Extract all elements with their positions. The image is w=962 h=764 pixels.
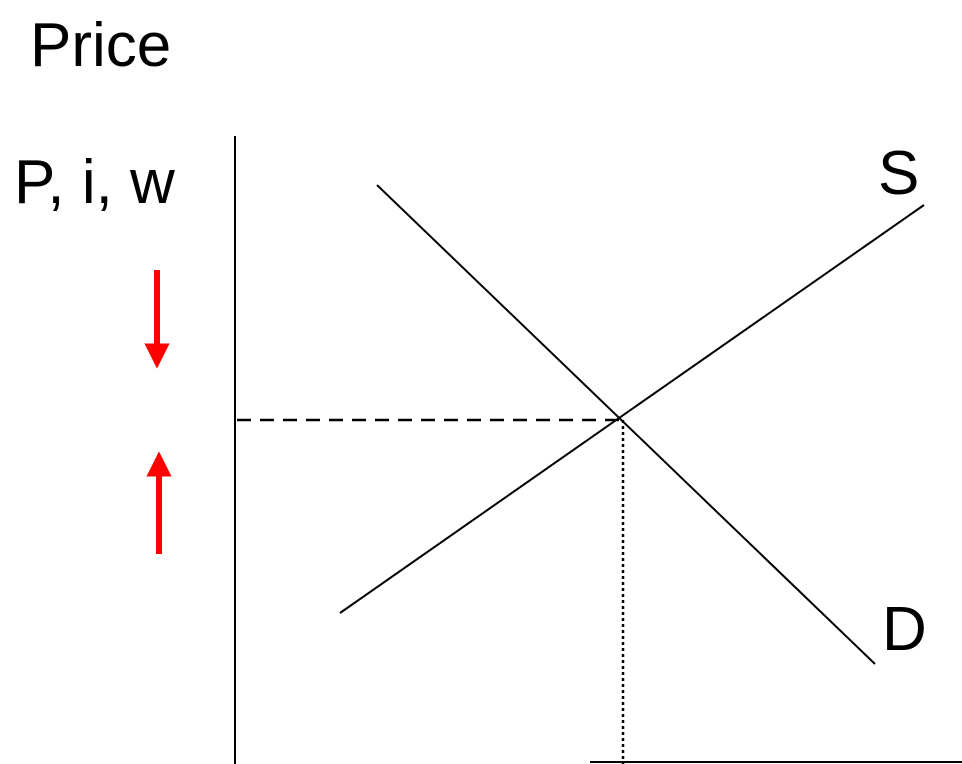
supply-curve [339,204,925,614]
chart-title: Price [30,11,171,80]
supply-label: S [878,139,919,208]
demand-curve [376,184,876,665]
demand-label: D [882,595,927,664]
y-axis-label: P, i, w [14,148,175,217]
